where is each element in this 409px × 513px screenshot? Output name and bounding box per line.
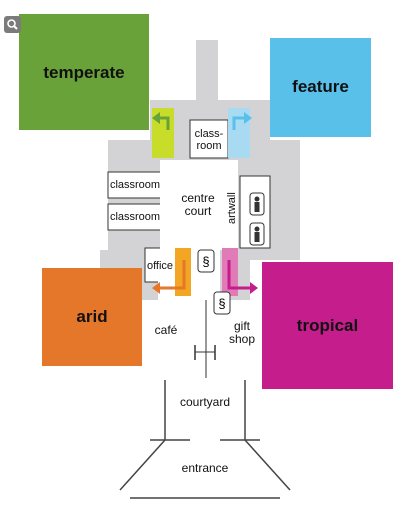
toilet-icon [249,192,265,216]
entrance-label: entrance [181,461,229,475]
artwall-label: artwall [226,192,238,224]
zone-tropical[interactable] [262,262,393,389]
classroom-top-label: class-room [194,128,224,152]
zone-temperate-label: temperate [43,63,125,82]
classroom-1-label: classroom [109,179,161,191]
zone-tropical-label: tropical [296,316,359,335]
arrow-feature-icon [244,112,252,124]
zone-temperate[interactable] [19,14,149,130]
courtyard-label: courtyard [179,395,231,409]
arrow-tropical-icon [250,282,258,294]
zone-feature[interactable] [270,38,371,137]
magnifier-icon [7,19,18,30]
lift-icon: § [213,291,231,315]
zone-feature-label: feature [292,77,349,96]
svg-text:§: § [202,254,209,269]
zoom-button[interactable] [4,16,21,33]
svg-text:§: § [218,296,225,311]
zone-arid[interactable] [42,268,142,366]
arrow-arid-icon [152,282,160,294]
classroom-top-room [189,119,229,159]
classroom-2-label: classroom [109,211,161,223]
arrow-to-temperate-bg [152,108,174,158]
zone-arid-label: arid [76,307,108,326]
arrow-temperate-icon [152,112,160,124]
lift-icon: § [197,249,215,273]
toilet-icon [249,222,265,246]
cafe-label: café [154,323,178,337]
office-label: office [146,260,174,272]
classroom-1-room [107,171,163,199]
entrance-paths [119,380,291,499]
